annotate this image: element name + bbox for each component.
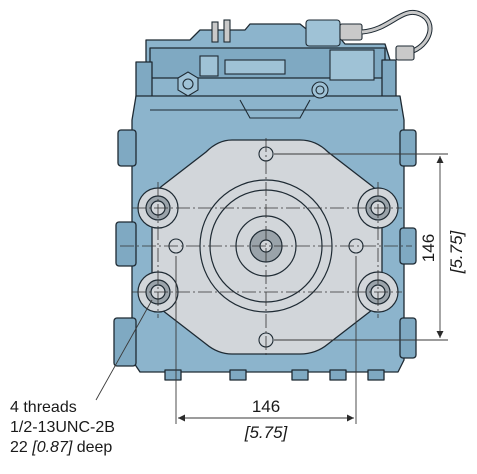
callout-leader (95, 299, 153, 401)
vertical-dim-in: [5.75] (447, 229, 466, 274)
left-port-bottom (113, 317, 137, 367)
vertical-dimension (274, 153, 448, 341)
hex-nut-icon (177, 71, 199, 97)
callout-depth-mm: 22 (10, 439, 28, 456)
thread-callout: 4 threads 1/2-13UNC-2B 22 [0.87] deep (10, 398, 115, 458)
horizontal-dim-mm: 146 (252, 397, 280, 416)
horizontal-dim-in: [5.75] (244, 423, 289, 442)
left-port-top (117, 129, 137, 167)
right-port-bottom (399, 317, 417, 359)
horizontal-dimension (175, 256, 357, 424)
connector-plug-icon (211, 9, 433, 61)
callout-line-2: 1/2-13UNC-2B (10, 419, 115, 436)
plug-icon (311, 81, 329, 99)
vertical-dim-mm: 146 (419, 234, 438, 262)
callout-depth-suffix: deep (76, 439, 113, 456)
right-port-top (399, 129, 417, 167)
callout-line-1: 4 threads (10, 399, 77, 416)
callout-line-3: 22 [0.87] deep (10, 438, 115, 458)
callout-depth-in: [0.87] (32, 439, 73, 456)
left-port-mid (115, 221, 137, 267)
